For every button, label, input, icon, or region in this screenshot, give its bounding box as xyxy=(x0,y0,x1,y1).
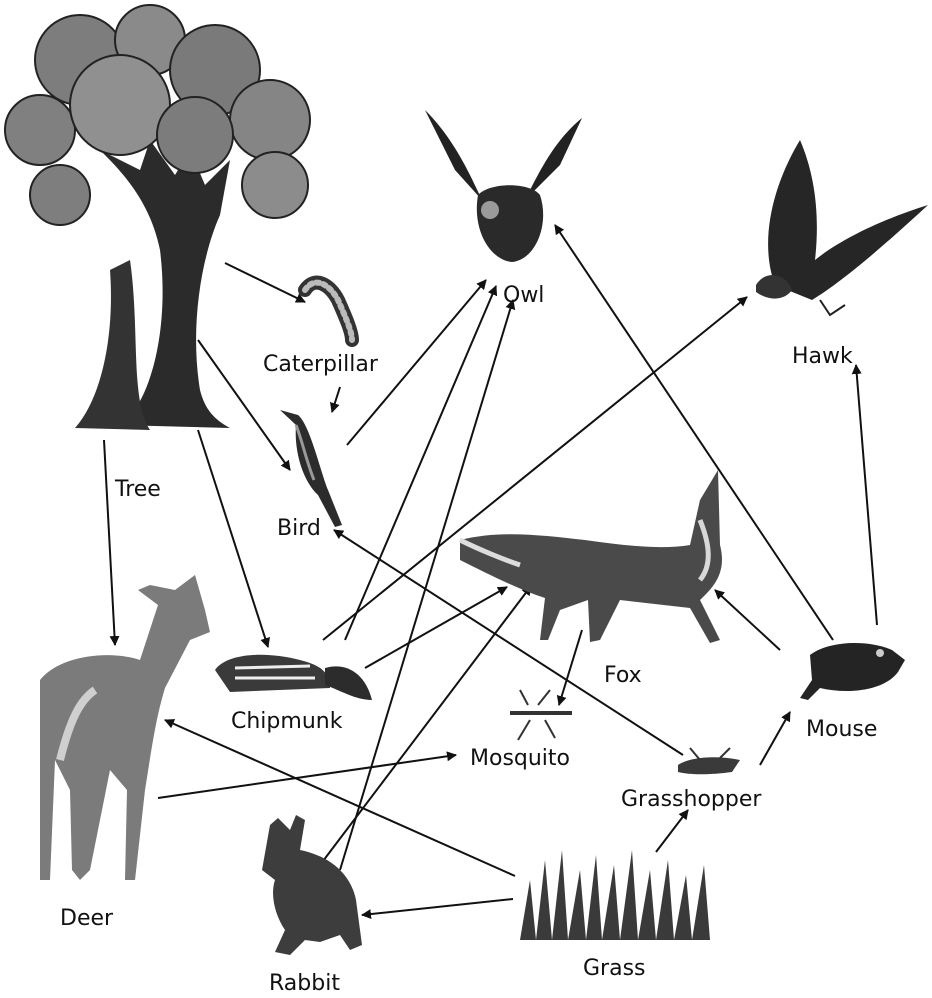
deer-icon xyxy=(40,575,210,880)
label-deer: Deer xyxy=(60,906,114,931)
arrow-deer-to-mosquito xyxy=(158,755,456,798)
label-owl: Owl xyxy=(503,283,544,308)
arrow-mouse-to-fox xyxy=(715,590,780,650)
arrow-grass-to-rabbit xyxy=(362,899,513,915)
arrow-caterpillar-to-bird xyxy=(332,387,340,412)
arrow-mouse-to-hawk xyxy=(856,365,877,625)
label-rabbit: Rabbit xyxy=(269,971,340,996)
arrow-grasshopper-to-mouse xyxy=(760,712,790,765)
label-grasshopper: Grasshopper xyxy=(621,787,762,812)
caterpillar-icon xyxy=(305,283,352,340)
mouse-icon xyxy=(800,643,905,700)
label-bird: Bird xyxy=(277,516,321,541)
arrow-rabbit-to-owl xyxy=(340,300,513,870)
arrow-tree-to-chipmunk xyxy=(198,430,268,647)
label-mosquito: Mosquito xyxy=(470,746,570,771)
hawk-icon xyxy=(756,140,928,315)
arrow-tree-to-caterpillar xyxy=(225,263,305,302)
arrow-grass-to-deer xyxy=(165,720,515,876)
grass-icon xyxy=(520,850,710,940)
arrow-rabbit-to-fox xyxy=(320,586,531,865)
label-caterpillar: Caterpillar xyxy=(263,352,379,377)
rabbit-icon xyxy=(262,815,362,955)
label-mouse: Mouse xyxy=(806,717,877,742)
fox-icon xyxy=(460,470,722,643)
arrow-grass-to-grasshopper xyxy=(656,810,688,852)
label-hawk: Hawk xyxy=(792,344,853,369)
label-grass: Grass xyxy=(583,956,646,981)
grasshopper-icon xyxy=(678,748,740,774)
mosquito-icon xyxy=(510,690,572,740)
label-tree: Tree xyxy=(114,477,161,502)
label-fox: Fox xyxy=(604,663,642,688)
chipmunk-icon xyxy=(215,655,372,700)
owl-icon xyxy=(425,110,582,262)
label-chipmunk: Chipmunk xyxy=(231,709,343,734)
arrow-tree-to-deer xyxy=(104,440,115,645)
arrow-fox-to-mosquito xyxy=(559,630,582,705)
